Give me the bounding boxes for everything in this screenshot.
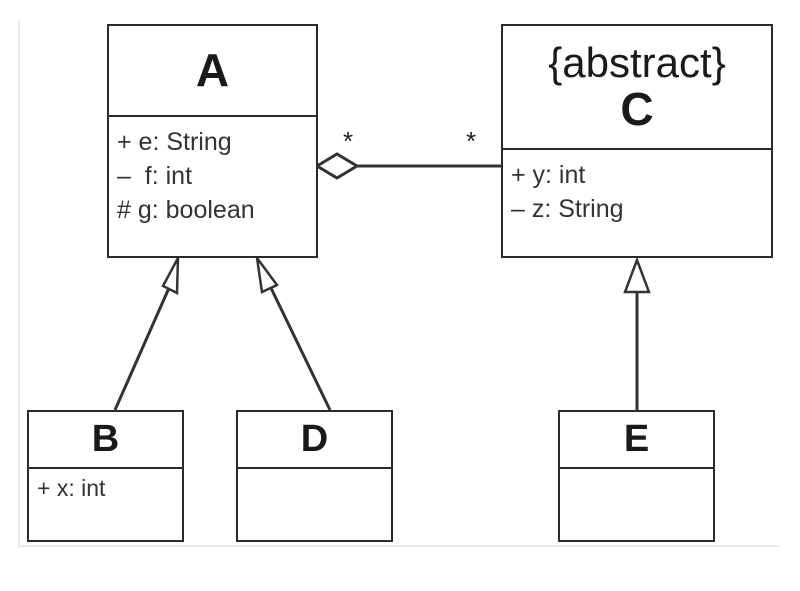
generalization-line-d-to-a	[269, 287, 332, 411]
class-d: D	[236, 410, 393, 542]
class-e: E	[558, 410, 715, 542]
class-d-name-compartment: D	[238, 412, 391, 469]
class-a-name-compartment: A	[109, 26, 316, 117]
class-b-name: B	[91, 417, 120, 460]
class-b-attribute: + x: int	[37, 475, 106, 501]
class-c: {abstract} C + y: int – z: String	[501, 24, 773, 258]
class-d-attributes	[238, 469, 391, 540]
class-e-name-compartment: E	[560, 412, 713, 469]
class-c-name-compartment: {abstract} C	[503, 26, 771, 150]
frame-left-edge	[18, 20, 20, 545]
class-b-name-compartment: B	[29, 412, 182, 469]
generalization-arrow-d-to-a-icon	[255, 257, 279, 294]
class-a-attribute: # g: boolean	[117, 196, 255, 224]
class-b: B + x: int	[27, 410, 184, 542]
class-e-attributes	[560, 469, 713, 540]
generalization-arrow-e-to-c-icon	[623, 256, 651, 294]
class-c-name: C	[620, 82, 654, 135]
class-a-name: A	[195, 44, 230, 97]
class-d-name: D	[300, 417, 329, 460]
class-c-attribute: + y: int	[511, 161, 586, 189]
class-c-attribute: – z: String	[511, 195, 624, 223]
generalization-arrow-b-to-a-icon	[161, 257, 180, 295]
multiplicity-whole: *	[343, 126, 354, 156]
aggregation-diamond-icon	[314, 152, 360, 180]
class-a-attribute: – f: int	[117, 162, 193, 190]
class-a-attribute: + e: String	[117, 128, 232, 156]
class-b-attributes: + x: int	[29, 469, 182, 540]
class-e-name: E	[623, 417, 650, 460]
generalization-line-b-to-a	[113, 287, 171, 411]
class-c-stereotype: {abstract}	[548, 38, 726, 86]
frame-bottom-edge	[18, 545, 780, 547]
class-c-attributes: + y: int – z: String	[503, 150, 771, 256]
class-a: A + e: String – f: int # g: boolean	[107, 24, 318, 258]
multiplicity-part: *	[466, 126, 477, 156]
class-a-attributes: + e: String – f: int # g: boolean	[109, 117, 316, 256]
